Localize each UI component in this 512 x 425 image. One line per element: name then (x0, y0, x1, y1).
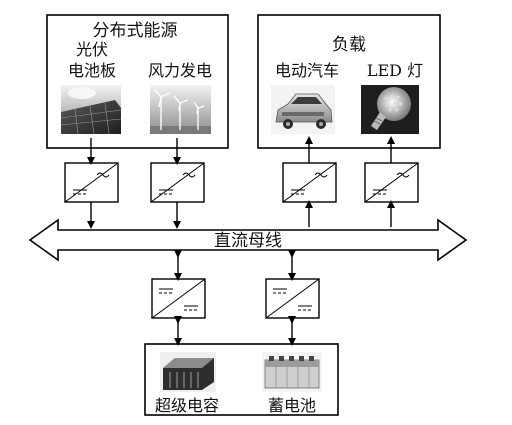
load-frame (257, 14, 441, 149)
top-arrows (87, 136, 395, 229)
led-bulb-image (361, 85, 419, 134)
wind-label: 风力发电 (148, 61, 212, 80)
distributed-energy-title: 分布式能源 (93, 21, 178, 41)
converter-led (364, 162, 419, 203)
bottom-arrows (174, 250, 296, 346)
pv-label-line2: 电池板 (68, 61, 116, 80)
load-title: 负载 (332, 35, 366, 55)
ev-label: 电动汽车 (275, 61, 339, 80)
distributed-energy-frame (46, 14, 229, 149)
converter-wind (150, 162, 205, 203)
distributed-energy-group: 分布式能源 光伏 电池板 风力发电 (46, 14, 229, 149)
electric-car-image (271, 85, 335, 134)
supercapacitor-image (160, 352, 216, 392)
storage-group: 超级电容 蓄电池 (144, 343, 339, 416)
converters-top (64, 162, 419, 203)
pv-panel-image (60, 85, 122, 135)
pv-label-line1: 光伏 (76, 40, 108, 59)
converter-pv (64, 162, 119, 203)
battery-image (262, 352, 322, 392)
dc-bus-label: 直流母线 (214, 231, 282, 251)
dc-bus-arrow (28, 218, 468, 262)
supercapacitor-label: 超级电容 (155, 396, 219, 415)
wind-turbine-image (150, 85, 211, 134)
converter-battery (265, 278, 320, 319)
converter-supercap (151, 278, 206, 319)
converters-bottom (151, 278, 320, 319)
converter-ev (282, 162, 337, 203)
load-group: 负载 电动汽车 LED 灯 (257, 14, 441, 149)
dc-bus: 直流母线 (28, 218, 468, 262)
storage-frame (144, 343, 339, 416)
battery-label: 蓄电池 (268, 396, 316, 415)
led-label: LED 灯 (367, 61, 423, 80)
